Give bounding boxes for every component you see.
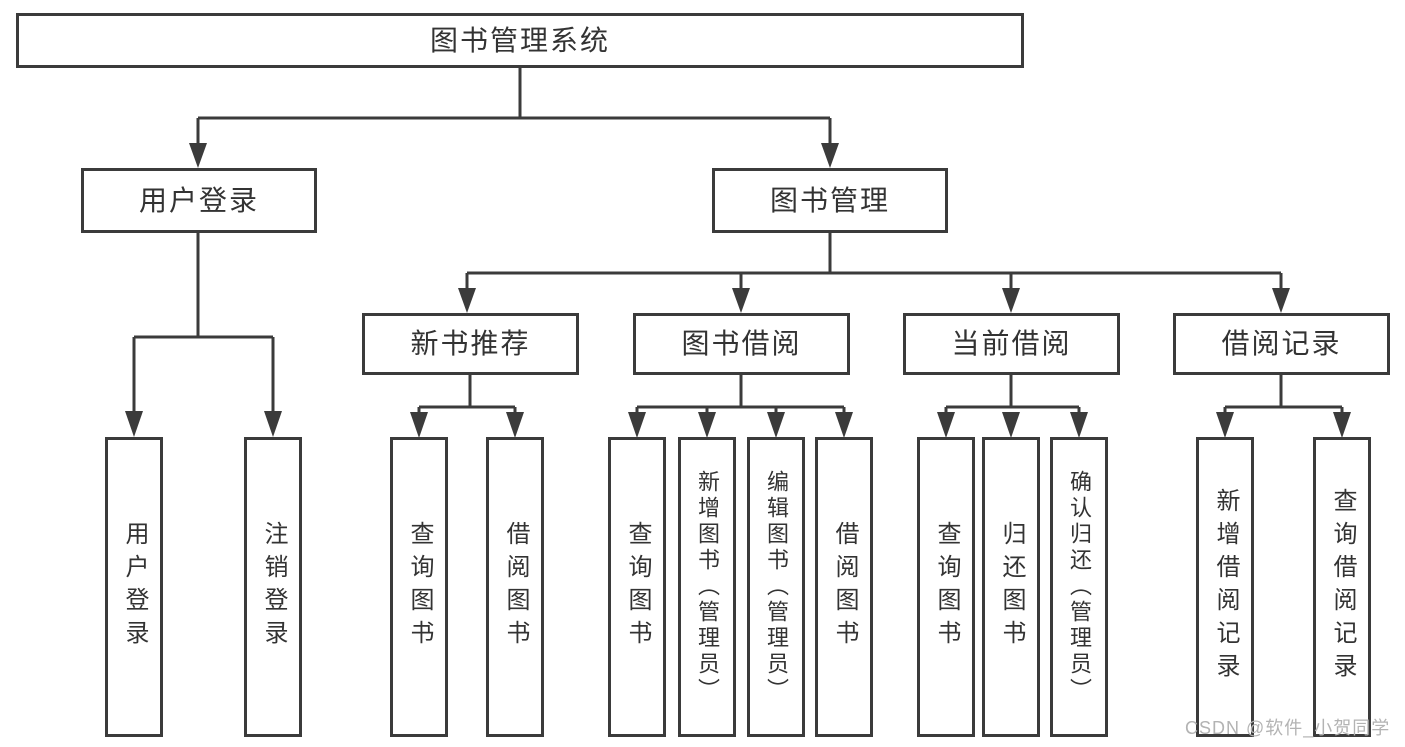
leaf-query-borrow-record-label: 查询借阅记录: [1329, 488, 1356, 686]
connector-user-login-children: [125, 233, 282, 437]
connector-book-management-children: [458, 233, 1290, 313]
connector-new-book-recommend-children: [410, 375, 524, 438]
leaf-confirm-return-admin: 确认归还（管理员）: [1050, 437, 1108, 737]
leaf-user-login: 用户登录: [105, 437, 163, 737]
leaf-return-book: 归还图书: [982, 437, 1040, 737]
leaf-query-books-current-label: 查询图书: [933, 521, 960, 653]
node-book-borrow-label: 图书借阅: [681, 328, 802, 359]
leaf-borrow-books-label: 借阅图书: [831, 521, 858, 653]
leaf-add-borrow-record: 新增借阅记录: [1196, 437, 1254, 737]
leaf-logout: 注销登录: [244, 437, 302, 737]
connector-borrow-records-children: [1216, 375, 1351, 438]
leaf-edit-book-admin: 编辑图书（管理员）: [747, 437, 805, 737]
leaf-borrow-books: 借阅图书: [815, 437, 873, 737]
connector-root-to-level2: [189, 68, 839, 168]
node-borrow-records-label: 借阅记录: [1221, 328, 1342, 359]
connector-current-borrow-children: [937, 375, 1088, 438]
leaf-add-book-admin-label: 新增图书（管理员）: [695, 470, 720, 704]
node-root-label: 图书管理系统: [429, 24, 610, 56]
leaf-add-borrow-record-label: 新增借阅记录: [1212, 488, 1239, 686]
leaf-user-login-label: 用户登录: [121, 521, 148, 653]
leaf-borrow-books-recommend-label: 借阅图书: [502, 521, 529, 653]
leaf-query-books-recommend-label: 查询图书: [406, 521, 433, 653]
leaf-logout-label: 注销登录: [260, 521, 287, 653]
node-book-management: 图书管理: [712, 168, 948, 233]
node-root: 图书管理系统: [16, 13, 1024, 68]
csdn-watermark: CSDN @软件_小贺同学: [1185, 718, 1391, 738]
leaf-confirm-return-admin-label: 确认归还（管理员）: [1067, 470, 1092, 704]
node-user-login: 用户登录: [81, 168, 317, 233]
leaf-query-books-borrow: 查询图书: [608, 437, 666, 737]
leaf-add-book-admin: 新增图书（管理员）: [678, 437, 736, 737]
node-borrow-records: 借阅记录: [1173, 313, 1390, 375]
node-new-book-recommend: 新书推荐: [362, 313, 579, 375]
leaf-query-books-recommend: 查询图书: [390, 437, 448, 737]
node-current-borrow-label: 当前借阅: [951, 328, 1072, 359]
connector-book-borrow-children: [628, 375, 853, 438]
node-new-book-recommend-label: 新书推荐: [410, 328, 531, 359]
leaf-borrow-books-recommend: 借阅图书: [486, 437, 544, 737]
leaf-query-books-current: 查询图书: [917, 437, 975, 737]
leaf-return-book-label: 归还图书: [998, 521, 1025, 653]
leaf-query-borrow-record: 查询借阅记录: [1313, 437, 1371, 737]
node-current-borrow: 当前借阅: [903, 313, 1120, 375]
leaf-edit-book-admin-label: 编辑图书（管理员）: [764, 470, 789, 704]
node-user-login-label: 用户登录: [138, 184, 259, 216]
node-book-management-label: 图书管理: [769, 184, 890, 216]
node-book-borrow: 图书借阅: [633, 313, 850, 375]
leaf-query-books-borrow-label: 查询图书: [624, 521, 651, 653]
